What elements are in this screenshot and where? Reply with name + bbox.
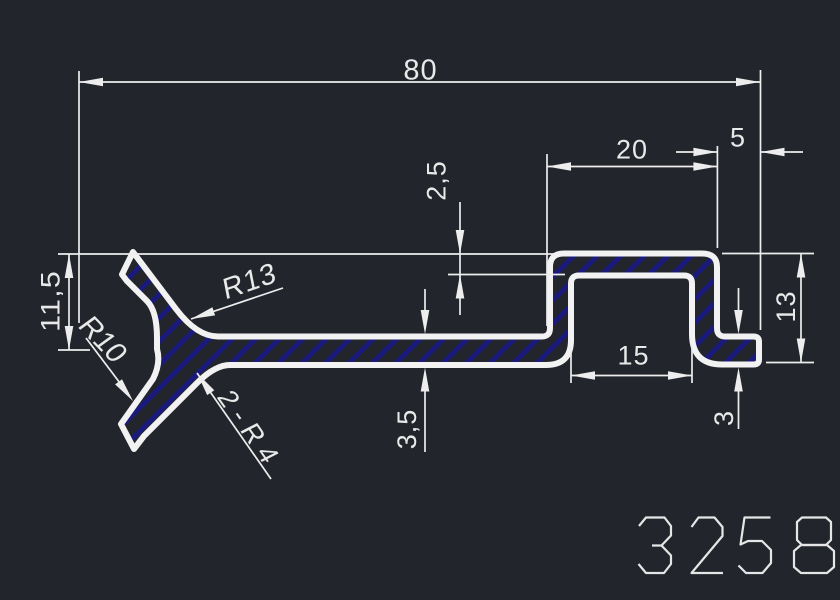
svg-text:2,5: 2,5 (422, 160, 452, 201)
svg-text:20: 20 (616, 135, 648, 165)
svg-text:3: 3 (709, 410, 739, 426)
svg-text:3,5: 3,5 (392, 409, 422, 450)
svg-text:13: 13 (771, 290, 801, 322)
svg-text:11,5: 11,5 (36, 270, 66, 332)
svg-text:5: 5 (730, 123, 746, 153)
svg-text:15: 15 (617, 341, 649, 371)
svg-text:80: 80 (403, 55, 437, 87)
